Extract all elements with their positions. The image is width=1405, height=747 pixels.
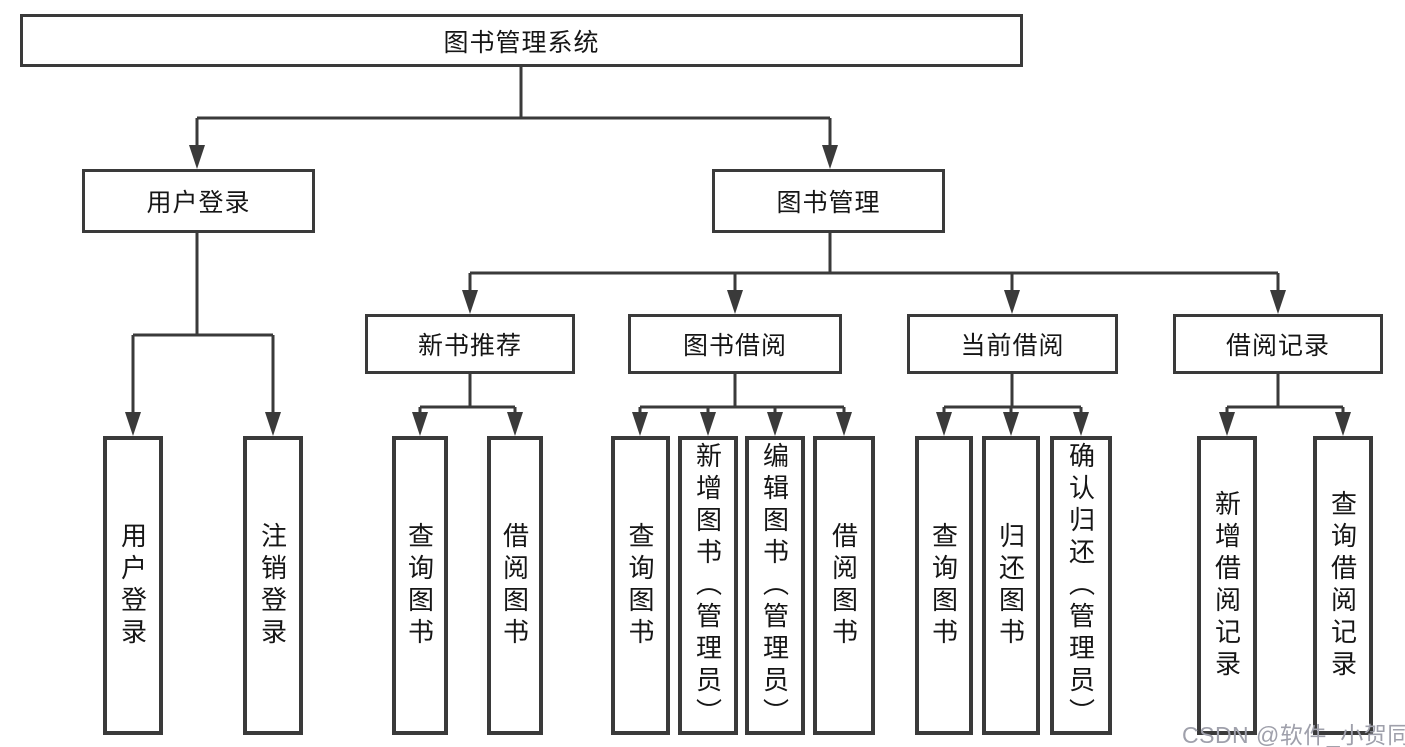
node-current-borrowing: 当前借阅: [907, 314, 1118, 374]
leaf-query-books-recommend: 查询图书: [392, 436, 448, 735]
csdn-watermark: CSDN @软件_小贺同学: [1182, 722, 1405, 747]
leaf-add-book-admin: 新增图书（管理员）: [678, 436, 738, 735]
leaf-add-borrow-record: 新增借阅记录: [1197, 436, 1257, 735]
leaf-user-login: 用户登录: [103, 436, 163, 735]
node-book-management: 图书管理: [712, 169, 945, 233]
leaf-edit-book-admin: 编辑图书（管理员）: [745, 436, 805, 735]
node-borrowing-records: 借阅记录: [1173, 314, 1383, 374]
node-user-login: 用户登录: [82, 169, 315, 233]
node-book-borrowing: 图书借阅: [628, 314, 842, 374]
leaf-query-books-borrow: 查询图书: [611, 436, 670, 735]
leaf-confirm-return-admin: 确认归还（管理员）: [1050, 436, 1112, 735]
leaf-query-books-current: 查询图书: [915, 436, 973, 735]
leaf-borrow-books-borrow: 借阅图书: [813, 436, 875, 735]
leaf-return-books: 归还图书: [982, 436, 1040, 735]
leaf-logout: 注销登录: [243, 436, 303, 735]
node-new-book-recommend: 新书推荐: [365, 314, 575, 374]
leaf-query-borrow-record: 查询借阅记录: [1313, 436, 1373, 735]
node-library-system: 图书管理系统: [20, 14, 1023, 67]
leaf-borrow-books-recommend: 借阅图书: [487, 436, 543, 735]
